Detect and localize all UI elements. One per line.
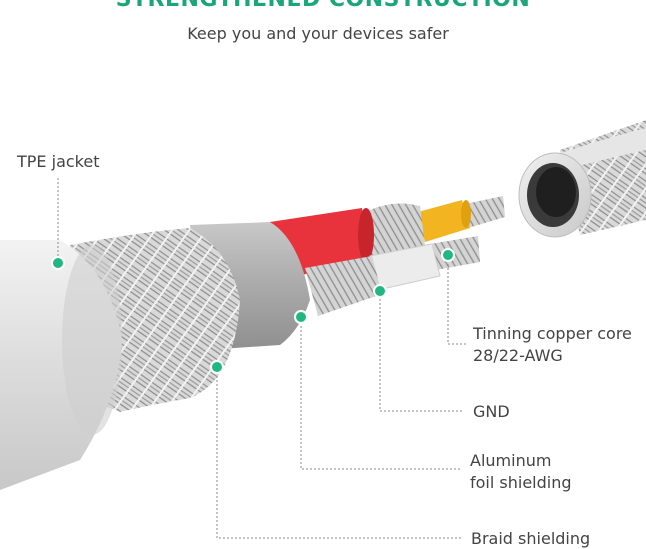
leader-aluminum [300,318,462,470]
markers [51,248,455,374]
callout-tpe-jacket: TPE jacket [17,152,100,171]
callout-aluminum-line2: foil shielding [470,473,572,492]
callout-copper-core-line2: 28/22-AWG [473,346,563,365]
page-title: STRENGTHENED CONSTRUCTION [0,0,646,12]
marker-gnd [373,284,387,298]
callout-gnd: GND [473,402,510,421]
yellow-wire [418,196,505,242]
marker-braid [210,360,224,374]
leader-gnd [379,291,462,412]
callout-braid: Braid shielding [471,529,591,548]
marker-aluminum [294,310,308,324]
leader-copper [447,256,466,345]
marker-tpe [51,256,65,270]
callout-aluminum-line1: Aluminum [470,451,552,470]
leader-lines [57,178,466,539]
callout-copper-core-line1: Tinning copper core [473,324,632,343]
gnd-wire [305,236,480,316]
leader-braid [216,368,462,539]
connector-end [518,120,646,238]
page-subtitle: Keep you and your devices safer [187,24,449,43]
tpe-jacket-layer [0,240,122,490]
marker-copper [441,248,455,262]
